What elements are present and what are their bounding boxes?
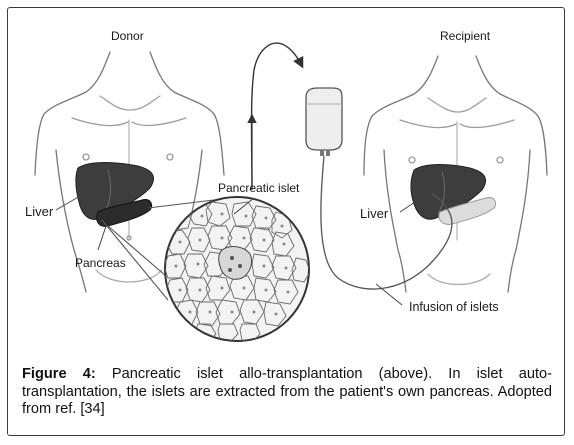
figure-frame — [7, 7, 565, 436]
recipient-liver-label: Liver — [360, 206, 389, 221]
infusion-tube — [320, 155, 453, 290]
donor-liver-label: Liver — [25, 204, 54, 219]
pancreas-label: Pancreas — [75, 256, 126, 270]
recipient-pancreas — [438, 197, 497, 225]
pancreatic-islet-label: Pancreatic islet — [218, 181, 300, 195]
infusion-label: Infusion of islets — [409, 300, 499, 314]
figure-number: Figure 4: — [22, 366, 96, 382]
infusion-bag — [305, 87, 343, 156]
transfer-arrow — [250, 42, 304, 191]
donor-label: Donor — [111, 29, 144, 43]
donor-pancreas — [96, 199, 153, 227]
caption-text: Pancreatic islet allo-transplantation (a… — [22, 366, 552, 417]
recipient-label: Recipient — [440, 29, 491, 43]
recipient-liver-lobe-line — [437, 171, 446, 215]
figure-caption: Figure 4: Pancreatic islet allo-transpla… — [22, 366, 552, 419]
label-leaders — [55, 195, 419, 306]
magnified-islet — [164, 196, 310, 342]
